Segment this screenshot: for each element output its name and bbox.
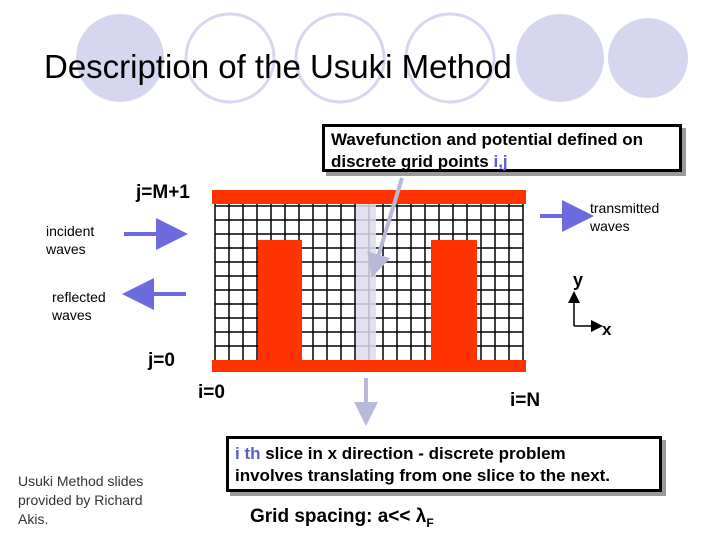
axis-x-label: x: [602, 320, 612, 339]
callout-grid-points: Wavefunction and potential defined on di…: [322, 124, 682, 172]
label-j-top: j=M+1: [136, 182, 190, 203]
grid-spacing-note: Grid spacing: a<< λF: [250, 506, 434, 530]
axis-y-label: y: [573, 270, 584, 290]
left-barrier: [258, 240, 302, 362]
slice-column-highlight: [356, 194, 376, 364]
right-barrier: [431, 240, 477, 362]
callout-pointer: [367, 177, 404, 278]
slide-title: Description of the Usuki Method: [44, 48, 512, 85]
incident-label: incident waves: [46, 223, 95, 257]
reflected-label: reflected waves: [52, 289, 106, 323]
label-i-right: i=N: [510, 390, 541, 411]
slide-credit: Usuki Method slides provided by Richard …: [18, 473, 144, 527]
top-wall: [212, 190, 526, 204]
barrier-walls: [212, 190, 526, 372]
coordinate-axes: [568, 291, 603, 332]
label-j-bottom: j=0: [148, 350, 175, 371]
transmitted-label: transmitted waves: [590, 200, 660, 234]
callout-slice: i th slice in x direction - discrete pro…: [226, 436, 662, 492]
label-i-left: i=0: [198, 382, 225, 403]
bottom-wall: [212, 360, 526, 372]
